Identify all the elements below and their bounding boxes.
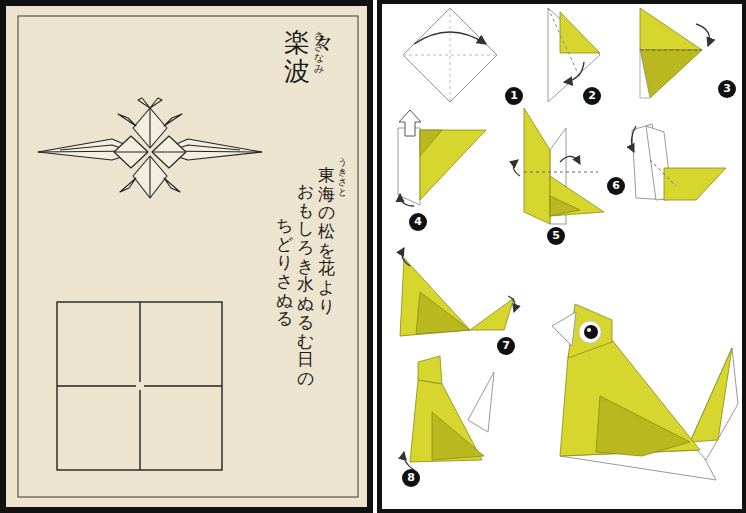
cut-line [144, 385, 222, 386]
crane-body [114, 136, 148, 168]
sheet-border [377, 0, 746, 513]
paper-edge [640, 50, 650, 98]
fold-line [403, 55, 497, 56]
step-number: 8 [402, 469, 420, 487]
step-number: 5 [547, 227, 565, 245]
instruction-sheet [377, 0, 746, 513]
fold-arrow [564, 62, 584, 82]
bird-head [418, 356, 442, 384]
step-7 [400, 248, 515, 336]
fold-arrow [513, 160, 520, 176]
fold-line [548, 8, 580, 78]
fold-arrow [631, 126, 636, 152]
crane-head [120, 178, 136, 192]
crane-tail [138, 98, 150, 108]
bird-head [568, 304, 612, 358]
poem-column: ちどりさぬる [276, 216, 293, 328]
bird-body [560, 340, 700, 456]
title-kanji: 楽々波 [284, 28, 310, 85]
step-1 [403, 8, 497, 102]
crane-body [152, 136, 186, 168]
step-number: 6 [607, 177, 625, 195]
inner-frame [18, 16, 358, 497]
sheet-ground [382, 4, 742, 509]
fold-arrow [404, 452, 414, 470]
fold-line [640, 50, 702, 51]
bird-pupil [584, 325, 598, 339]
step-number: 4 [409, 213, 427, 231]
cut-line [139, 302, 140, 382]
fold-arrow [560, 156, 580, 164]
step-number: 1 [505, 87, 523, 105]
crane-head [164, 114, 182, 126]
fold-line [450, 8, 451, 102]
fold-arrow [696, 24, 710, 46]
woodblock-page [0, 0, 373, 513]
paper-flap [640, 8, 702, 50]
bird-wing [416, 292, 470, 334]
step-number: 3 [718, 80, 736, 98]
poem-column: 東海の松を花より [318, 166, 335, 316]
step-8 [404, 356, 494, 470]
bird-beak [552, 312, 576, 346]
crane-head [118, 114, 136, 126]
paper-flap [420, 130, 486, 200]
step-4 [398, 110, 486, 206]
step-number: 7 [497, 337, 515, 355]
bird-tail [468, 372, 494, 432]
cut-line [57, 385, 136, 386]
title-kana: さざなみ [314, 30, 324, 74]
paper [6, 6, 367, 507]
paper-flap [420, 130, 442, 156]
page-border [0, 0, 373, 513]
crane-tail [150, 98, 162, 108]
step-5 [513, 108, 604, 224]
paper-edge [398, 128, 420, 205]
bird-tail [690, 348, 732, 442]
crane-cluster [38, 98, 262, 198]
paper-square [57, 302, 222, 470]
step-3 [640, 8, 710, 98]
paper-flap [550, 176, 604, 216]
fold-line [524, 172, 598, 173]
bird-tail [470, 298, 514, 330]
bird-eye [579, 321, 601, 343]
crane-head [164, 178, 180, 192]
ruby-kana: うきさと [338, 158, 347, 198]
bird-body [400, 258, 470, 336]
step-number: 2 [583, 87, 601, 105]
paper-square [403, 8, 497, 102]
crane-body [133, 156, 167, 198]
fold-arrow [402, 248, 410, 266]
open-arrow [399, 110, 421, 136]
paper-flap [524, 108, 550, 224]
poem-column: おもしろき水ぬるむ日の [297, 182, 314, 388]
bird-tail [690, 348, 738, 460]
eye-highlight [587, 328, 591, 332]
finished-bird [552, 304, 738, 480]
bird-wing [596, 396, 690, 456]
fold-arrow [508, 296, 515, 312]
step-6 [631, 124, 726, 200]
fold-arrow [414, 32, 486, 44]
paper-flap [664, 168, 726, 200]
crane-fold [114, 151, 148, 152]
fold-line [650, 160, 676, 186]
paper-flap [640, 50, 702, 98]
cut-line [139, 390, 140, 470]
paper-flap [550, 196, 580, 216]
crane-fold [149, 156, 150, 198]
crane-fold [149, 108, 150, 148]
square-outline [57, 302, 222, 470]
fold-arrow [400, 194, 414, 206]
crane-fold [152, 151, 186, 152]
